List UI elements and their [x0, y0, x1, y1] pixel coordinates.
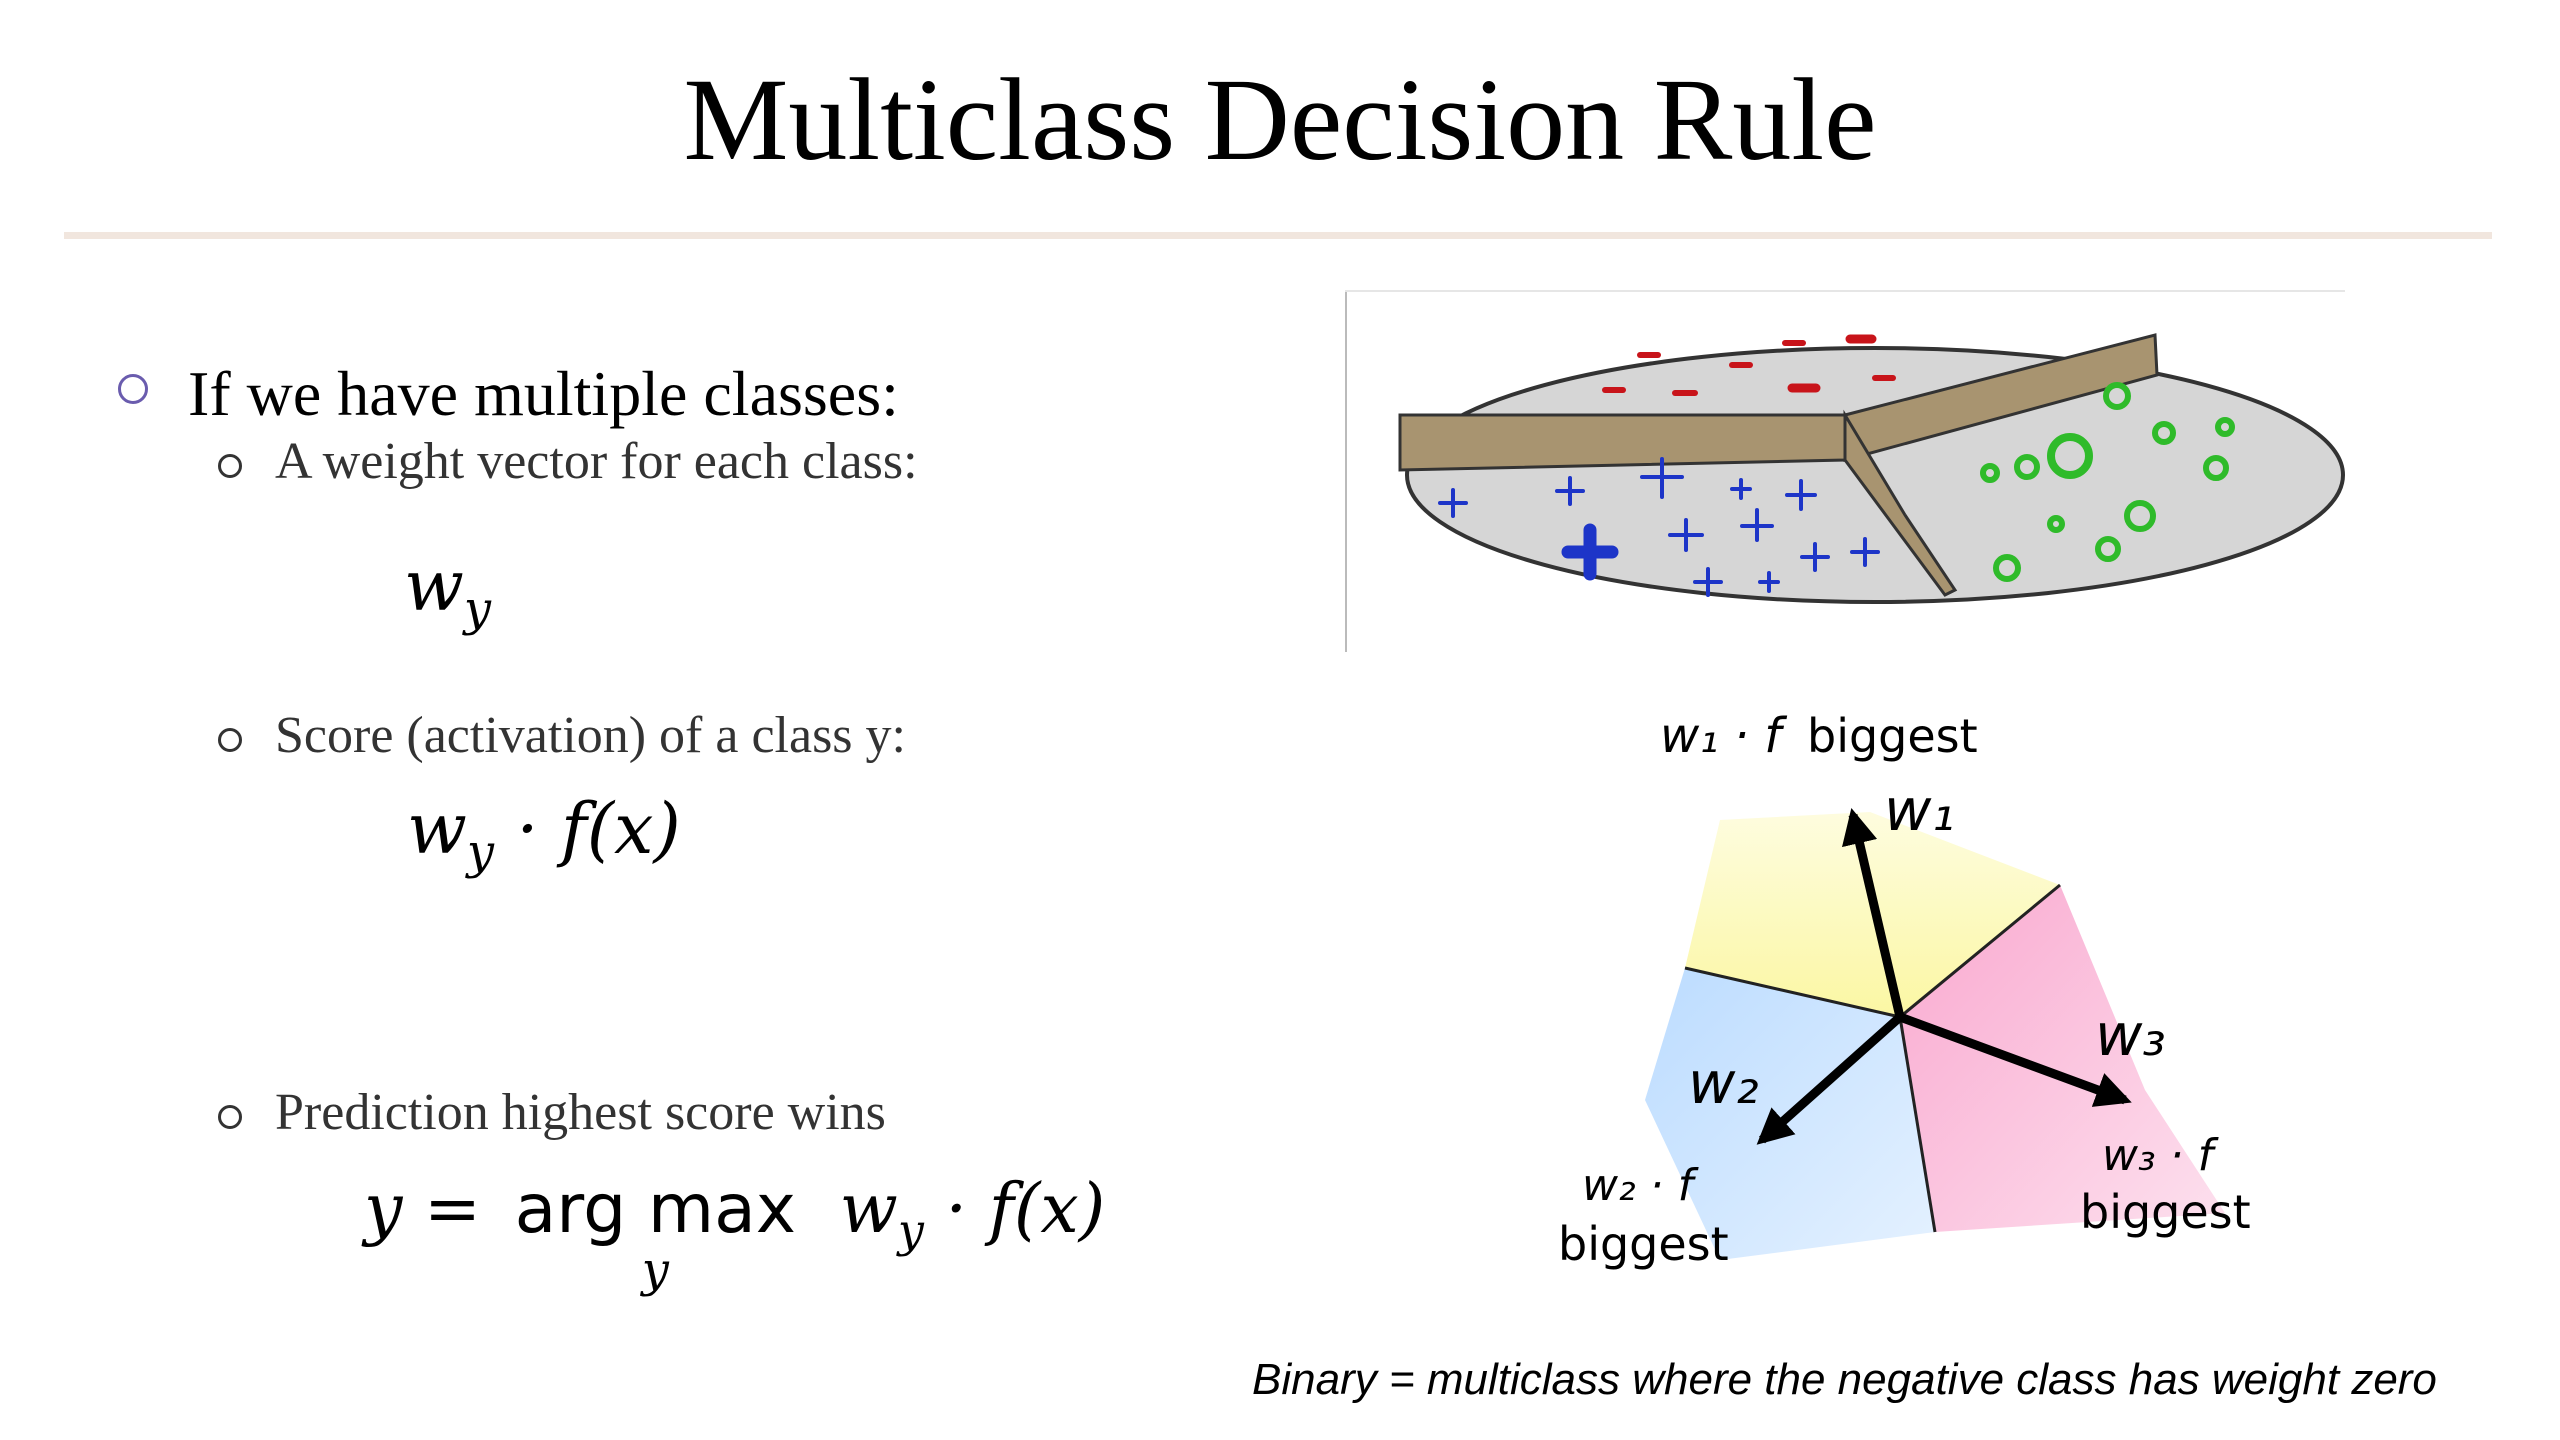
label-vec-w2: w₂	[1688, 1049, 1759, 1117]
region-pink	[1900, 885, 2225, 1232]
bullet-circle-icon	[218, 454, 242, 478]
circle-markers	[1980, 382, 2235, 582]
wall-down	[1843, 409, 1958, 597]
label-w1-biggest: biggest	[1807, 709, 1978, 763]
formula-prediction: y = arg max y wy · f(x)	[364, 1170, 1106, 1298]
label-vec-w1: w₁	[1884, 776, 1955, 844]
class-regions-illustration	[1345, 290, 2345, 652]
wall-left	[1398, 413, 1847, 472]
weight-vector-diagram: w₁ · f biggest w₁ w₂ w₃ w₂ · f biggest w…	[1558, 708, 2251, 1271]
argmax-operator: arg max y	[514, 1170, 797, 1298]
plus-markers	[1438, 457, 1880, 597]
bullet-text: Prediction highest score wins	[275, 1084, 886, 1141]
label-vec-w3: w₃	[2095, 1001, 2166, 1069]
label-w1-math: w₁ · f	[1660, 708, 1787, 764]
slide-title: Multiclass Decision Rule	[683, 54, 1877, 185]
bullet-circle-icon	[218, 1105, 242, 1129]
title-divider	[64, 232, 2492, 239]
label-w3-math: w₃ · f	[2102, 1130, 2220, 1181]
formula-weight-vector: wy	[404, 545, 492, 637]
vector-w3	[1898, 1012, 2132, 1107]
minus-markers	[1602, 334, 1896, 396]
label-w3-biggest: biggest	[2080, 1185, 2251, 1239]
vector-w2	[1756, 1013, 1903, 1145]
label-w2-math: w₂ · f	[1582, 1160, 1700, 1211]
bullet-text: If we have multiple classes:	[188, 358, 899, 429]
bullet-circle-icon	[118, 374, 148, 404]
binary-caption: Binary = multiclass where the negative c…	[1252, 1355, 2437, 1404]
bullet-text: Score (activation) of a class y:	[275, 707, 906, 764]
vector-w1	[1841, 807, 1905, 1019]
bullet-circle-icon	[218, 728, 242, 752]
formula-score: wy · f(x)	[407, 788, 681, 880]
bullet-text: A weight vector for each class:	[275, 433, 918, 490]
label-w2-biggest: biggest	[1558, 1217, 1729, 1271]
